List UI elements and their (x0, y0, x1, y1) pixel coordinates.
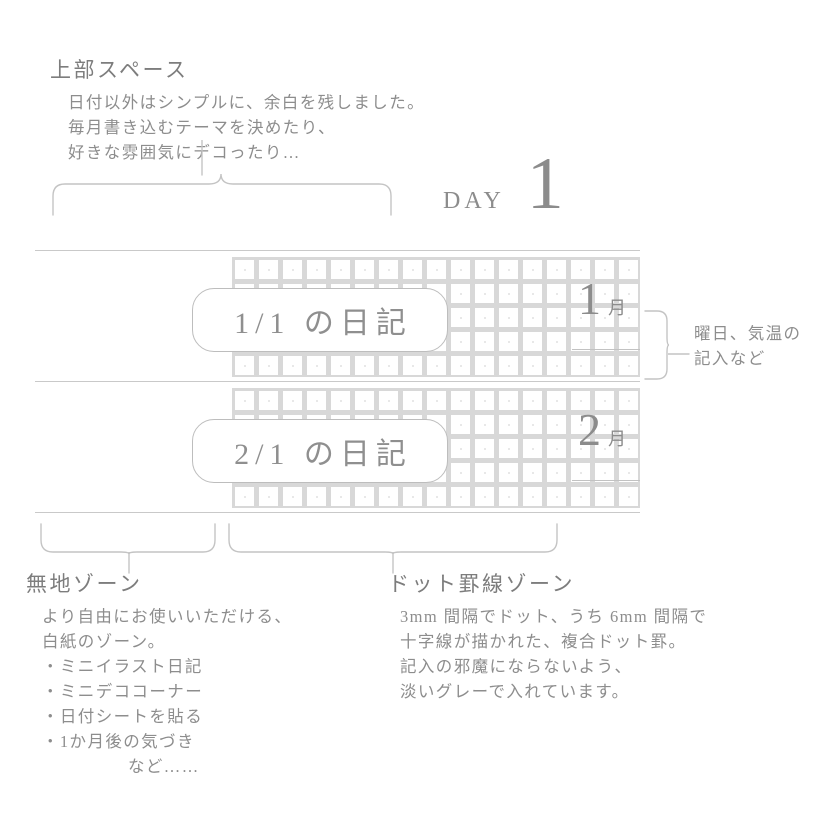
month-number-row-2: 2 (578, 404, 601, 455)
diary-label-text-row-1: 1/1 の日記 (234, 307, 412, 340)
top-section-line-3: 好きな雰囲気にデコったり… (68, 143, 301, 162)
row-separator-middle (35, 381, 640, 382)
top-section-title: 上部スペース (50, 58, 189, 82)
top-section-description: 日付以外はシンプルに、余白を残しました。 毎月書き込むテーマを決めたり、 好きな… (68, 90, 425, 165)
blank-zone-brace-stem (127, 551, 131, 579)
top-section-line-1: 日付以外はシンプルに、余白を残しました。 (68, 93, 426, 112)
month-unit-row-2: 月 (608, 429, 627, 449)
diary-label-box-row-2: 2/1 の日記 (192, 419, 448, 483)
blank-zone-line-1: より自由にお使いいただける、 (42, 607, 293, 626)
diary-label-text-row-2: 2/1 の日記 (234, 438, 412, 471)
dot-zone-brace (228, 523, 558, 555)
month-unit-row-1: 月 (608, 298, 627, 318)
dot-zone-line-4: 淡いグレーで入れています。 (400, 682, 630, 701)
dot-zone-brace-stem (391, 551, 395, 579)
day-number: 1 (526, 143, 564, 225)
right-annotation-brace-stem (667, 343, 690, 361)
diary-label-box-row-1: 1/1 の日記 (192, 288, 448, 352)
month-marker-row-1: 1 月 (578, 276, 627, 322)
row-separator-top (35, 250, 640, 251)
blank-zone-bullet-1: ・ミニイラスト日記 (42, 657, 203, 676)
right-annotation-line-2: 記入など (694, 349, 766, 368)
blank-zone-brace (40, 523, 216, 555)
dot-zone-description: 3mm 間隔でドット、うち 6mm 間隔で 十字線が描かれた、複合ドット罫。 記… (400, 604, 707, 704)
right-annotation-line-1: 曜日、気温の (694, 324, 802, 343)
day-heading: DAY 1 (443, 143, 564, 225)
dot-zone-line-3: 記入の邪魔にならないよう、 (400, 657, 633, 676)
right-annotation-brace (644, 310, 670, 380)
blank-zone-line-2: 白紙のゾーン。 (42, 632, 166, 651)
month-marker-row-2: 2 月 (578, 407, 627, 453)
month-rule-row-2 (572, 480, 640, 481)
top-space-brace (52, 168, 392, 216)
blank-zone-title: 無地ゾーン (26, 572, 143, 596)
blank-zone-bullet-3: ・日付シートを貼る (42, 707, 204, 726)
day-label: DAY (443, 179, 505, 216)
top-space-brace-stem (200, 139, 204, 181)
top-section-line-2: 毎月書き込むテーマを決めたり、 (68, 118, 336, 137)
right-annotation-text: 曜日、気温の 記入など (694, 321, 801, 371)
blank-zone-description: より自由にお使いいただける、 白紙のゾーン。 ・ミニイラスト日記 ・ミニデココー… (42, 604, 292, 754)
blank-zone-bullet-4: ・1か月後の気づき (42, 732, 195, 751)
dot-zone-line-2: 十字線が描かれた、複合ドット罫。 (400, 632, 687, 651)
month-number-row-1: 1 (578, 273, 601, 324)
blank-zone-trailing: など…… (128, 757, 200, 776)
dot-zone-line-1: 3mm 間隔でドット、うち 6mm 間隔で (400, 607, 708, 626)
blank-zone-bullet-2: ・ミニデココーナー (42, 682, 204, 701)
row-separator-bottom (35, 512, 640, 513)
dot-zone-title: ドット罫線ゾーン (388, 572, 575, 596)
month-rule-row-1 (572, 349, 640, 350)
